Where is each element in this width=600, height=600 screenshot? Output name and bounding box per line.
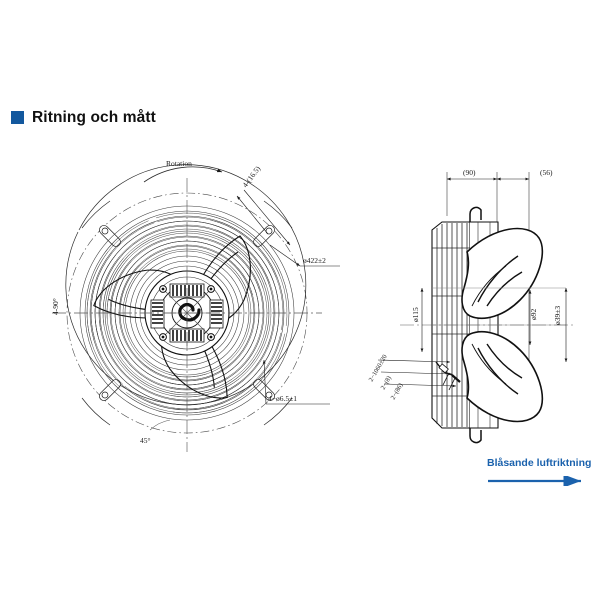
cable-leaders: [377, 359, 457, 388]
airflow-direction: Blåsande luftriktning: [487, 458, 597, 491]
bolt-hole-label: 4−ø6.5±1: [268, 394, 297, 403]
bolt-hole-dimension: 4−ø6.5±1: [262, 359, 330, 405]
airflow-label: Blåsande luftriktning: [487, 457, 592, 469]
lead-label-a: 2−(8): [380, 375, 393, 391]
bore-label: ø115: [411, 307, 420, 322]
mount-hole-label: 4-(16.5): [240, 164, 262, 189]
bore-diameter-dimension: ø115: [411, 288, 424, 352]
front-view-group: Rotation 4-(16.5) ø422±2 4−ø6.5±1 4: [51, 159, 340, 452]
mount-frame: [65, 164, 307, 426]
hub-diameter-dimension: ø92: [528, 290, 538, 345]
terminal-blocks: [150, 283, 224, 343]
right-arrow-icon: [488, 473, 581, 488]
page-title: Ritning och mått: [11, 110, 156, 126]
overall-height-dimension: ø39±3: [553, 288, 568, 362]
outer-diameter-label: ø422±2: [303, 256, 326, 265]
outer-diameter-dimension: ø422±2: [269, 244, 340, 267]
depth-label-front: (90): [463, 168, 476, 177]
side-view-group: (90) (56): [368, 168, 575, 444]
rotation-indicator: Rotation: [143, 159, 223, 183]
rotation-label: Rotation: [166, 159, 192, 168]
angle-label-bottom: 45°: [140, 436, 151, 445]
shaft-label: ø39±3: [553, 306, 562, 325]
centre-lines: [52, 178, 322, 452]
blade-detail-arcs: [477, 255, 523, 395]
page-title-text: Ritning och mått: [32, 109, 156, 126]
mounting-lugs: [99, 225, 275, 401]
blade-section-profiles: [461, 227, 544, 423]
lead-label-b: 2−(86): [390, 382, 405, 401]
angle-arc-bottom: [149, 419, 171, 431]
depth-label-rear: (56): [540, 168, 553, 177]
bullet-square-icon: [11, 111, 24, 125]
hub-label: ø92: [529, 309, 538, 321]
angle-label-left: 4-90°: [51, 298, 60, 315]
blade-hatch: [471, 265, 507, 385]
cable-detail: [435, 361, 461, 391]
